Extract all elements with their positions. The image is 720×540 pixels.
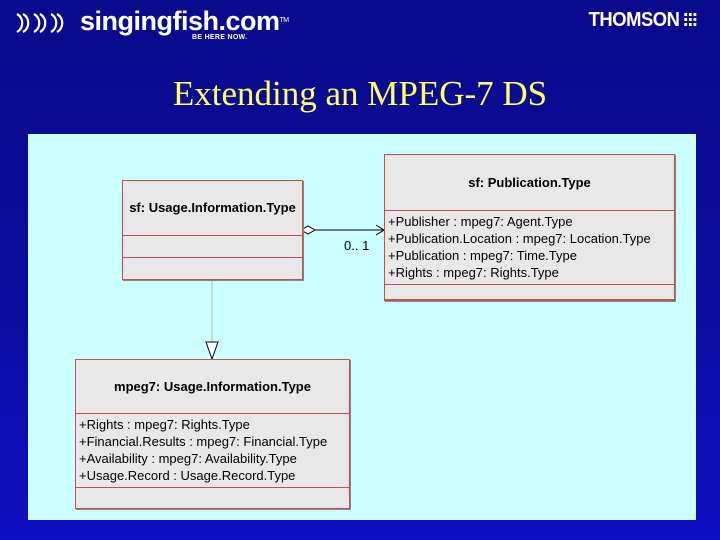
uml-attribute: +Rights : mpeg7: Rights.Type xyxy=(388,265,559,280)
multiplicity-label: 0.. 1 xyxy=(344,238,370,253)
uml-attribute: +Publication : mpeg7: Time.Type xyxy=(388,248,577,263)
uml-attribute: +Publisher : mpeg7: Agent.Type xyxy=(388,214,573,229)
trademark-mark: TM xyxy=(279,17,290,24)
generalization-triangle-icon xyxy=(205,341,219,361)
uml-operations-section xyxy=(123,258,302,279)
thomson-logo: THOMSON xyxy=(589,9,700,32)
uml-class-publication: sf: Publication.Type +Publisher : mpeg7:… xyxy=(384,154,675,301)
uml-attribute-list: +Rights : mpeg7: Rights.Type +Financial.… xyxy=(76,414,349,488)
uml-diagram-panel: sf: Publication.Type +Publisher : mpeg7:… xyxy=(28,134,696,520)
uml-attribute: +Financial.Results : mpeg7: Financial.Ty… xyxy=(79,434,328,449)
uml-attributes-section xyxy=(123,236,302,258)
uml-attribute: +Availability : mpeg7: Availability.Type xyxy=(79,451,297,466)
uml-class-mpeg7-usage-information: mpeg7: Usage.Information.Type +Rights : … xyxy=(75,359,350,509)
thomson-logo-text: THOMSON xyxy=(588,9,680,31)
uml-class-sf-usage-information: sf: Usage.Information.Type xyxy=(122,180,303,280)
aggregation-diamond-icon xyxy=(299,225,317,235)
uml-attribute: +Publication.Location : mpeg7: Location.… xyxy=(388,231,651,246)
fish-waves-icon xyxy=(16,13,64,33)
brand-name-text: singingfish.com xyxy=(80,6,280,36)
singingfish-logo: singingfish.comTM BE HERE NOW. xyxy=(14,4,289,42)
uml-connectors xyxy=(205,224,385,361)
uml-operations-section xyxy=(385,285,674,300)
uml-operations-section xyxy=(76,488,349,508)
uml-attribute: +Usage.Record : Usage.Record.Type xyxy=(79,468,296,483)
brand-tagline: BE HERE NOW. xyxy=(192,34,248,41)
uml-class-name: sf: Usage.Information.Type xyxy=(123,181,302,236)
uml-class-name: sf: Publication.Type xyxy=(385,155,674,211)
uml-attribute-list: +Publisher : mpeg7: Agent.Type +Publicat… xyxy=(385,211,674,285)
thomson-emblem-icon xyxy=(684,13,697,26)
uml-class-name: mpeg7: Usage.Information.Type xyxy=(76,360,349,414)
brand-name: singingfish.comTM xyxy=(80,6,289,36)
slide-title: Extending an MPEG-7 DS xyxy=(172,74,548,113)
uml-attribute: +Rights : mpeg7: Rights.Type xyxy=(79,417,250,432)
